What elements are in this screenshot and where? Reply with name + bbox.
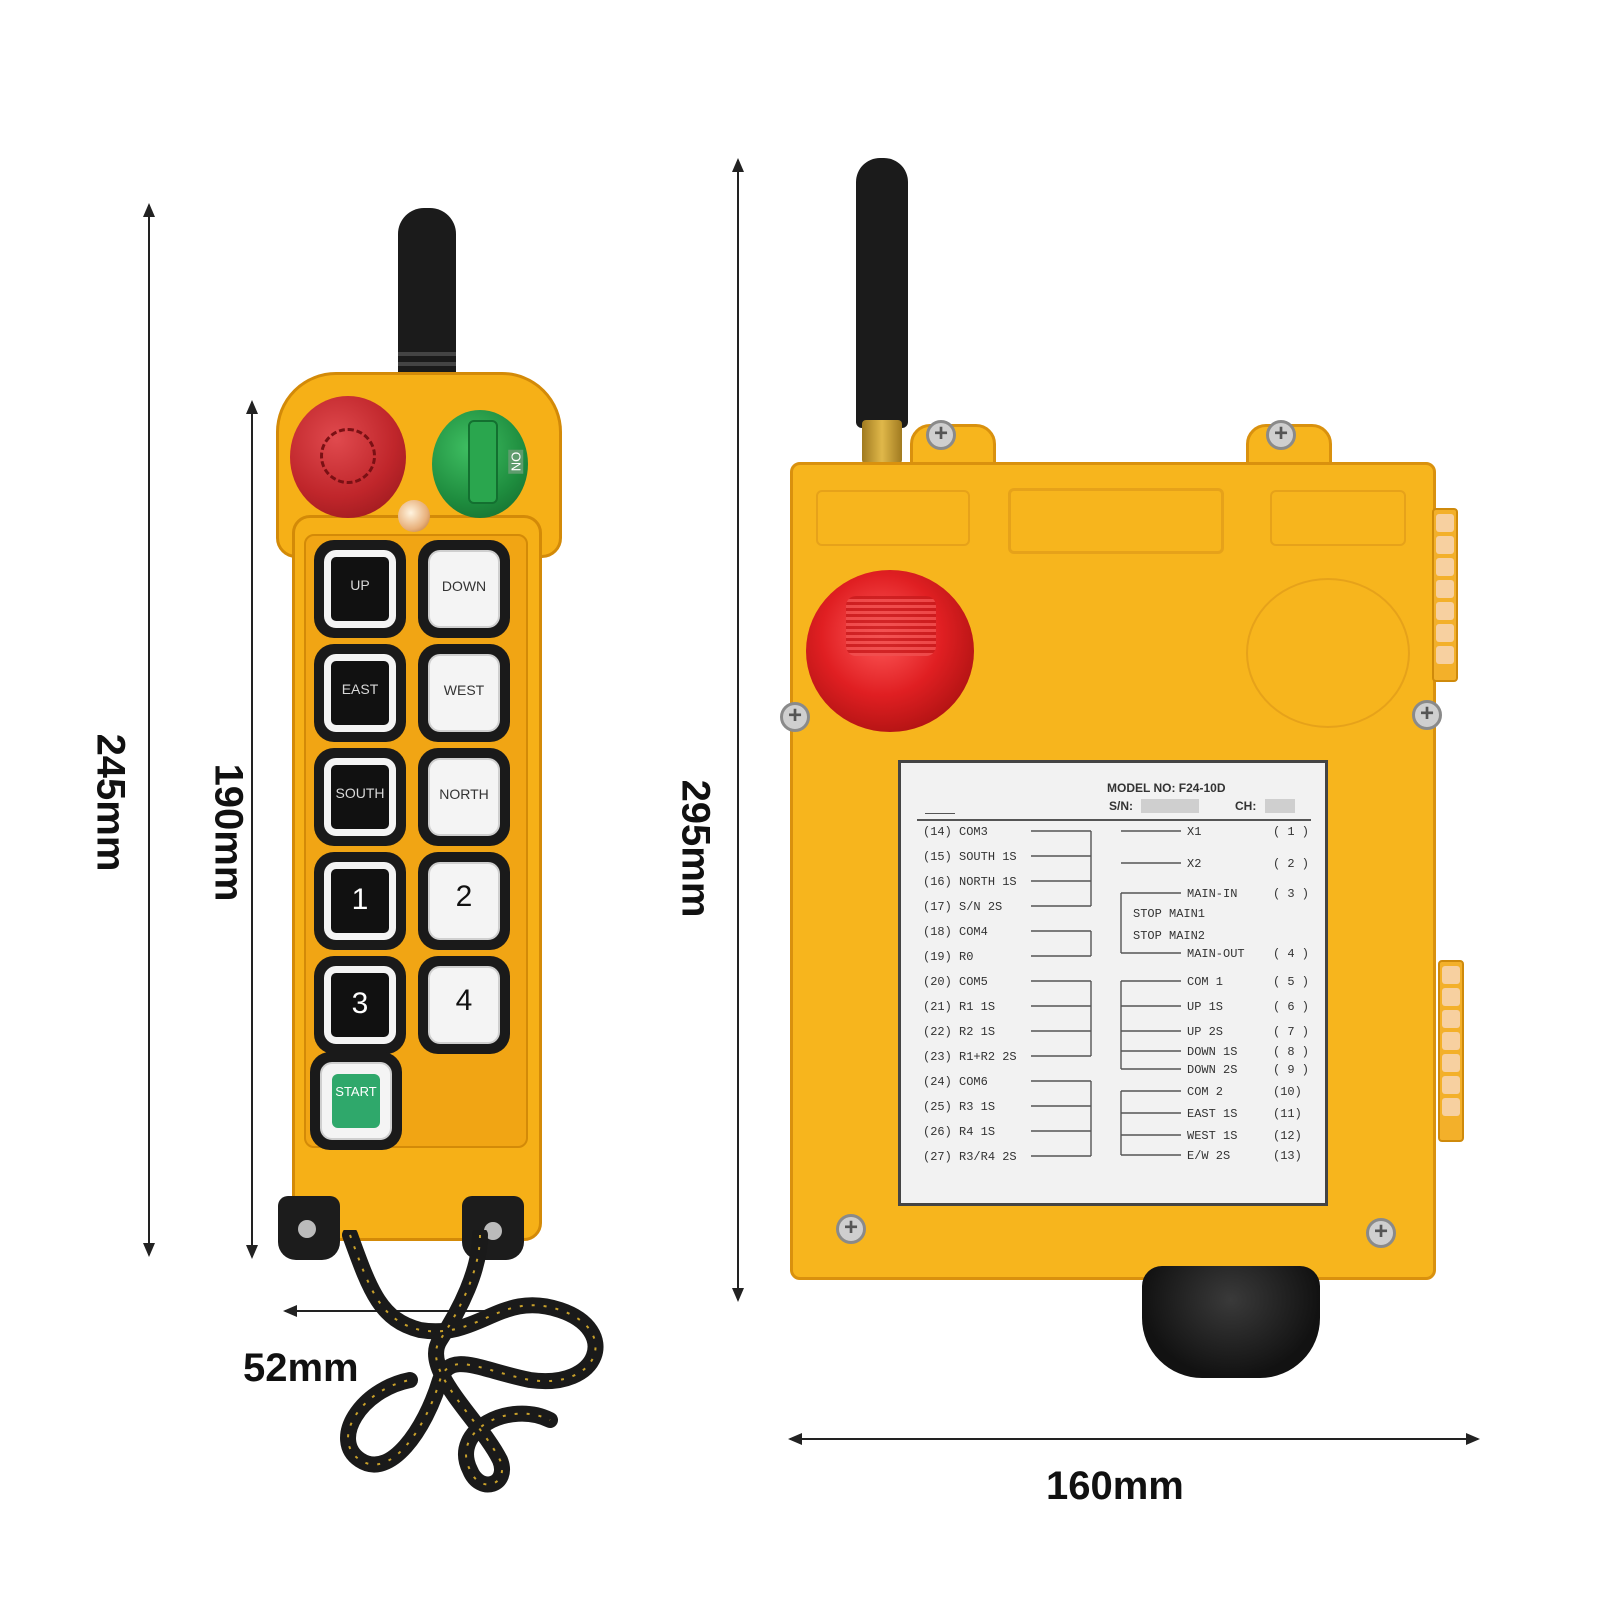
terminal-row: (20) COM5 — [923, 975, 988, 989]
terminal-row: (15) SOUTH 1S — [923, 850, 1017, 864]
terminal-row: (16) NORTH 1S — [923, 875, 1017, 889]
button-4[interactable]: 4 — [418, 956, 510, 1054]
start-button[interactable]: START — [310, 1052, 402, 1150]
cable-gland — [1142, 1266, 1320, 1378]
north-button[interactable]: NORTH — [418, 748, 510, 846]
screw-icon — [1366, 1218, 1396, 1248]
terminal-row: UP 1S — [1187, 1000, 1224, 1014]
west-button[interactable]: WEST — [418, 644, 510, 742]
screw-icon — [780, 702, 810, 732]
button-1[interactable]: 1 — [314, 852, 406, 950]
lanyard-strap — [340, 1230, 604, 1493]
terminal-row: (27) R3/R4 2S — [923, 1150, 1017, 1164]
wiring-schematic — [1031, 830, 1181, 1157]
north-button-label: NORTH — [439, 786, 489, 802]
side-terminal-clip — [1432, 508, 1458, 682]
terminal-row: (14) COM3 — [923, 825, 988, 839]
terminal-row: MAIN-IN — [1187, 887, 1238, 901]
bracket-screw-icon — [484, 1222, 502, 1240]
side-terminal-clip — [1438, 960, 1464, 1142]
dimension-label-receiver-height: 295mm — [673, 779, 718, 918]
terminal-row: (26) R4 1S — [923, 1125, 996, 1139]
alarm-lamp — [806, 570, 974, 732]
terminal-row: (25) R3 1S — [923, 1100, 996, 1114]
button-2-label: 2 — [455, 880, 473, 913]
terminal-row: (23) R1+R2 2S — [923, 1050, 1017, 1064]
button-3[interactable]: 3 — [314, 956, 406, 1054]
terminal-row: X1 — [1187, 825, 1202, 839]
dimension-label-remote-body: 190mm — [206, 763, 251, 902]
screw-icon — [926, 420, 956, 450]
dimension-line-receiver-height — [732, 158, 744, 1302]
dimension-line-receiver-width — [788, 1433, 1480, 1445]
dimension-label-remote-width: 52mm — [243, 1346, 359, 1390]
receiver-antenna — [856, 158, 908, 428]
button-2[interactable]: 2 — [418, 852, 510, 950]
terminal-row: STOP MAIN1 — [1133, 907, 1206, 921]
south-button[interactable]: SOUTH — [314, 748, 406, 846]
serial-value-box — [1141, 799, 1199, 813]
button-3-label: 3 — [351, 987, 369, 1020]
start-button-label: START — [335, 1084, 377, 1099]
terminal-row: MAIN-OUT — [1187, 947, 1245, 961]
emergency-stop-arrow-icon — [320, 428, 376, 484]
lanyard-bracket-left — [278, 1196, 340, 1260]
terminal-row: (19) R0 — [923, 950, 974, 964]
terminal-row: (24) COM6 — [923, 1075, 988, 1089]
button-4-label: 4 — [455, 984, 473, 1017]
down-button-label: DOWN — [441, 578, 487, 594]
antenna-connector — [862, 420, 902, 464]
terminal-row: DOWN 1S — [1187, 1045, 1238, 1059]
terminal-row: (18) COM4 — [923, 925, 988, 939]
south-button-label: SOUTH — [335, 785, 385, 801]
down-button[interactable]: DOWN — [418, 540, 510, 638]
channel-value-box — [1265, 799, 1295, 813]
channel-label: CH: — [1235, 799, 1257, 813]
screw-icon — [1266, 420, 1296, 450]
screw-icon — [836, 1214, 866, 1244]
east-button-label: EAST — [341, 681, 379, 697]
terminal-row: (22) R2 1S — [923, 1025, 996, 1039]
terminal-row: E/W 2S — [1187, 1149, 1231, 1163]
terminal-row: WEST 1S — [1187, 1129, 1238, 1143]
terminal-row: (21) R1 1S — [923, 1000, 996, 1014]
wiring-label-panel: MODEL NO: F24-10D S/N: CH: (14) COM3 (15… — [898, 760, 1328, 1206]
key-switch-knob — [468, 420, 498, 504]
terminal-row: (17) S/N 2S — [923, 900, 1003, 914]
button-1-label: 1 — [351, 883, 369, 916]
dimension-label-receiver-width: 160mm — [1046, 1464, 1184, 1508]
key-switch-label: ON — [508, 449, 524, 474]
emergency-stop-button[interactable] — [290, 396, 406, 518]
terminal-row: EAST 1S — [1187, 1107, 1238, 1121]
terminal-row: COM 1 — [1187, 975, 1224, 989]
terminal-row: UP 2S — [1187, 1025, 1224, 1039]
terminal-row: COM 2 — [1187, 1085, 1224, 1099]
terminal-row: STOP MAIN2 — [1133, 929, 1206, 943]
up-button-label: UP — [350, 577, 370, 593]
west-button-label: WEST — [443, 682, 485, 698]
terminal-row: DOWN 2S — [1187, 1063, 1238, 1077]
dimension-line-remote-total — [143, 203, 155, 1257]
east-button[interactable]: EAST — [314, 644, 406, 742]
bracket-screw-icon — [298, 1220, 316, 1238]
dimension-label-remote-total: 245mm — [88, 733, 133, 872]
screw-icon — [1412, 700, 1442, 730]
key-switch[interactable]: ON — [432, 410, 528, 518]
receiver-round-cap — [1246, 578, 1410, 728]
serial-label: S/N: — [1109, 799, 1133, 813]
dimension-line-remote-body — [246, 400, 258, 1259]
up-button[interactable]: UP — [314, 540, 406, 638]
model-label: MODEL NO: F24-10D — [1107, 781, 1226, 795]
model-value: F24-10D — [1178, 781, 1226, 795]
indicator-led — [398, 500, 430, 532]
terminal-row: X2 — [1187, 857, 1202, 871]
